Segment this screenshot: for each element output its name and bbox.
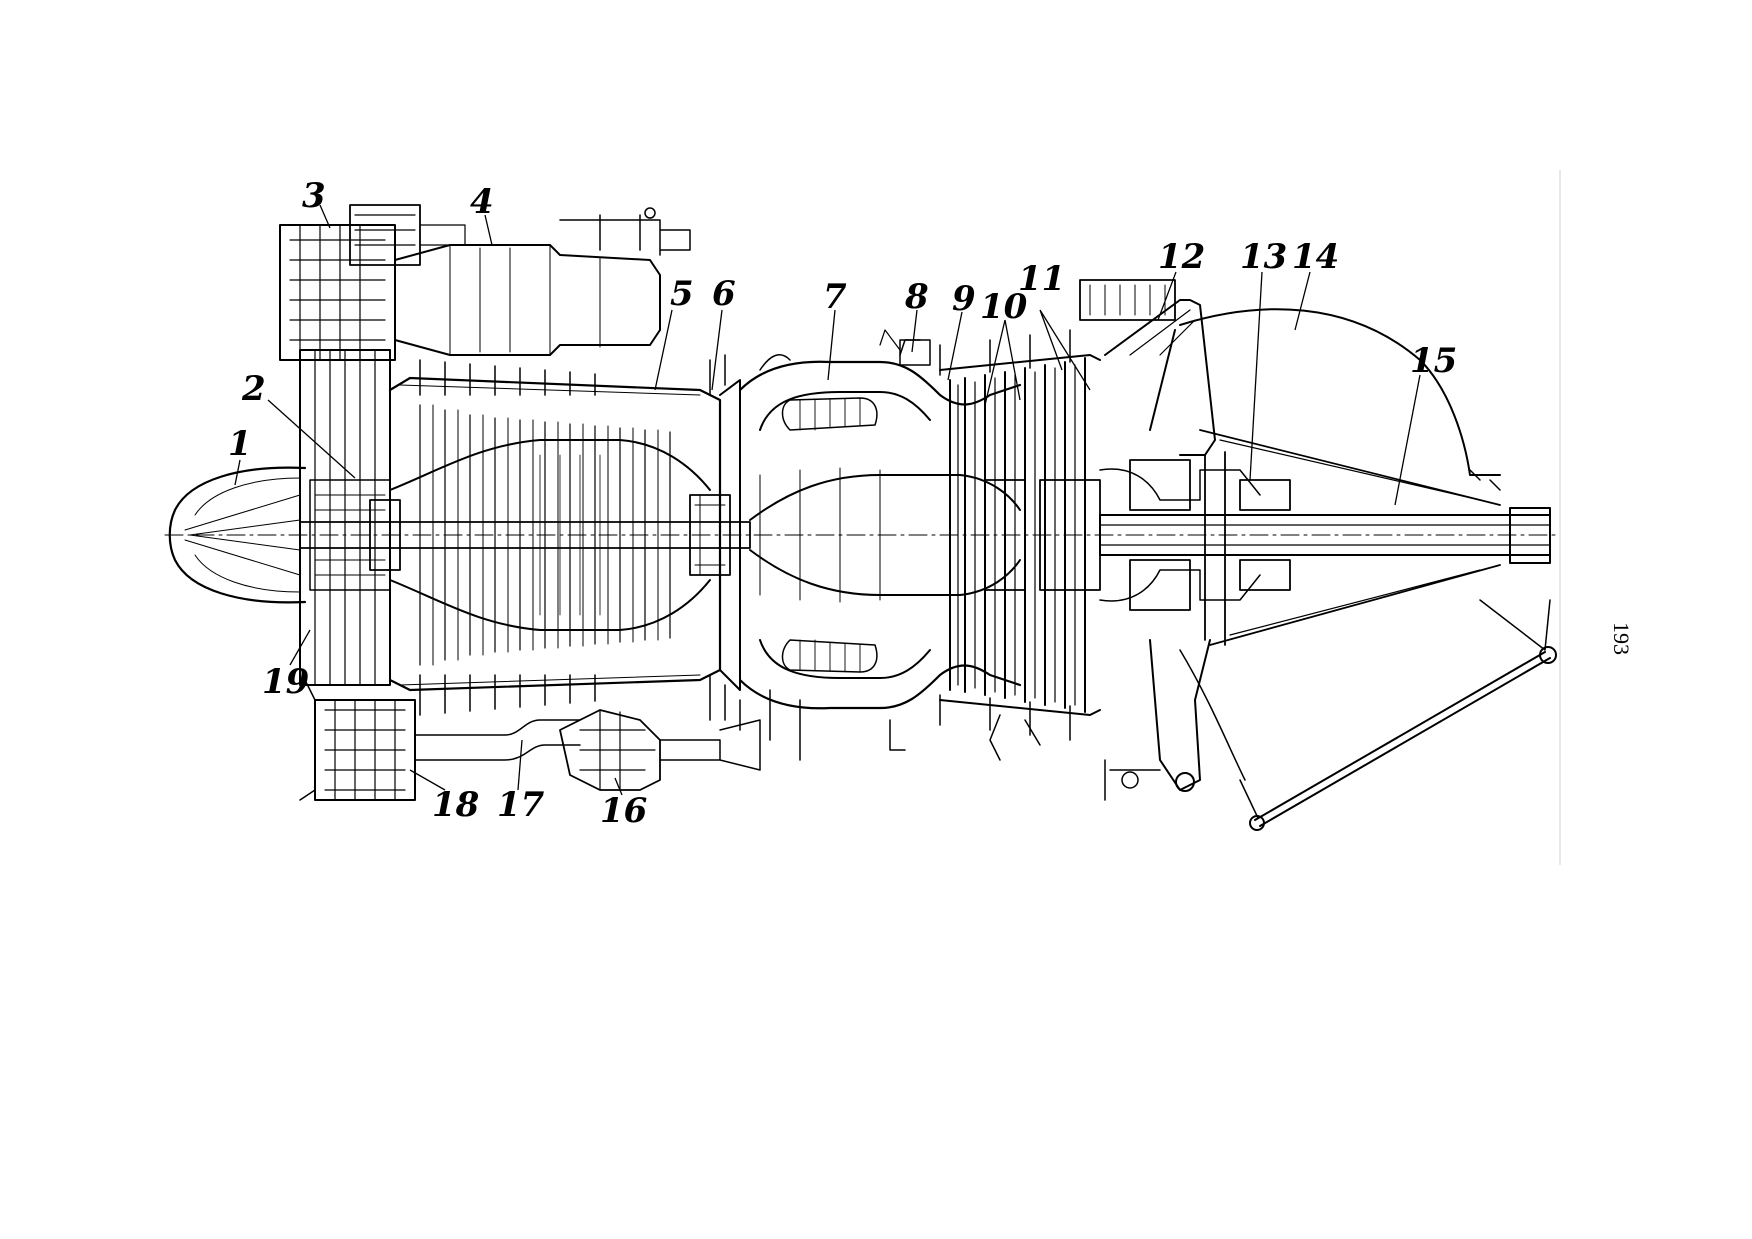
callout-16: 16 (600, 791, 647, 831)
leader-12 (1157, 271, 1177, 321)
accessory-gearbox-bottom (314, 699, 416, 801)
leader-7 (827, 309, 836, 381)
turbine-stages (949, 357, 1101, 713)
engine-drawing (164, 204, 1561, 831)
callout-3: 3 (302, 176, 326, 216)
leader-2 (267, 399, 356, 479)
leader-9 (947, 311, 963, 381)
callout-10: 10 (980, 287, 1028, 327)
leader-5 (654, 309, 673, 391)
callout-9: 9 (952, 279, 976, 319)
combustion-chamber (738, 360, 1022, 406)
callout-labels: 1 2 3 4 5 6 7 8 9 10 11 12 13 14 15 16 1… (228, 176, 1457, 831)
callout-2: 2 (241, 369, 266, 409)
leader-17 (517, 739, 523, 791)
callout-14: 14 (1292, 237, 1339, 277)
leader-1 (234, 459, 241, 486)
leader-3 (319, 204, 331, 229)
inlet-spinner (168, 466, 307, 604)
callout-17: 17 (497, 785, 545, 825)
callout-6: 6 (712, 274, 736, 314)
callout-8: 8 (904, 277, 929, 317)
front-bearing (369, 499, 401, 571)
support-link-rod (1254, 651, 1551, 827)
leader-lines (234, 204, 1421, 796)
callout-19: 19 (262, 662, 309, 702)
fuel-regulator (559, 709, 661, 791)
callout-12: 12 (1158, 237, 1205, 277)
callout-5: 5 (670, 274, 694, 314)
callout-4: 4 (470, 182, 494, 222)
leader-15 (1394, 374, 1421, 506)
callout-13: 13 (1240, 237, 1287, 277)
leader-14 (1294, 271, 1311, 331)
leader-16 (614, 777, 623, 796)
rear-bearing-strut (1104, 299, 1216, 456)
callout-1: 1 (228, 424, 252, 464)
compressor-rotor (389, 439, 711, 631)
leader-6 (711, 309, 723, 391)
starter-unit (394, 244, 661, 356)
leader-19 (289, 629, 311, 666)
leader-10 (984, 319, 1021, 406)
exhaust-duct (1179, 308, 1501, 476)
page-number: 193 (1609, 622, 1634, 655)
leader-4 (484, 214, 493, 246)
callout-11: 11 (1018, 259, 1065, 299)
leader-8 (911, 309, 918, 353)
callout-18: 18 (432, 785, 479, 825)
leader-13 (1249, 271, 1263, 481)
leader-18 (409, 769, 446, 791)
callout-15: 15 (1410, 341, 1457, 381)
leader-11 (1039, 309, 1091, 391)
callout-7: 7 (823, 277, 847, 317)
